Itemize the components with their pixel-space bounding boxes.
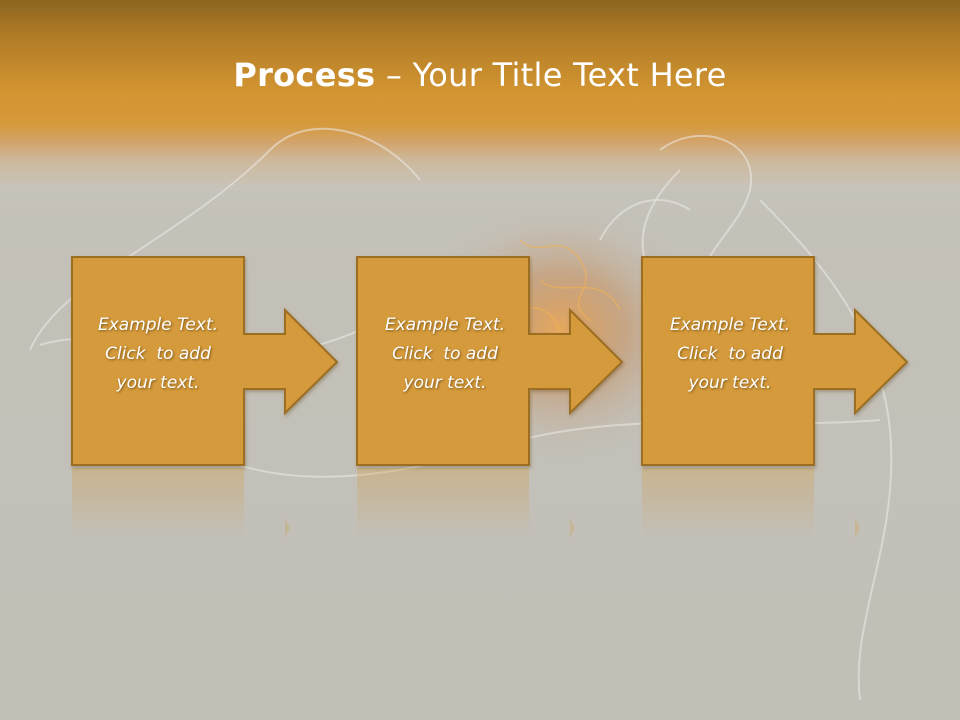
slide-title[interactable]: Process – Your Title Text Here bbox=[0, 52, 960, 98]
step-1-line-3: your text. bbox=[116, 373, 200, 393]
step-reflections bbox=[72, 468, 860, 538]
step-1-line-2: Click to add bbox=[105, 344, 211, 364]
step-3-shape[interactable] bbox=[641, 256, 909, 466]
step-2-line-3: your text. bbox=[403, 373, 487, 393]
header-band bbox=[0, 0, 960, 190]
step-1-line-1: Example Text. bbox=[97, 315, 219, 335]
step-3-line-2: Click to add bbox=[677, 344, 783, 364]
step-2-shape[interactable] bbox=[356, 256, 624, 466]
step-3-text[interactable]: Example Text. Click to add your text. bbox=[644, 311, 816, 398]
slide-title-bold: Process bbox=[233, 56, 376, 94]
step-2-text[interactable]: Example Text. Click to add your text. bbox=[359, 311, 531, 398]
step-3-line-1: Example Text. bbox=[669, 315, 791, 335]
step-1-text[interactable]: Example Text. Click to add your text. bbox=[72, 311, 244, 398]
step-2-line-1: Example Text. bbox=[384, 315, 506, 335]
step-2-line-2: Click to add bbox=[392, 344, 498, 364]
slide-title-rest: – Your Title Text Here bbox=[375, 56, 727, 94]
step-3-line-3: your text. bbox=[688, 373, 772, 393]
step-1-shape[interactable] bbox=[71, 256, 339, 466]
